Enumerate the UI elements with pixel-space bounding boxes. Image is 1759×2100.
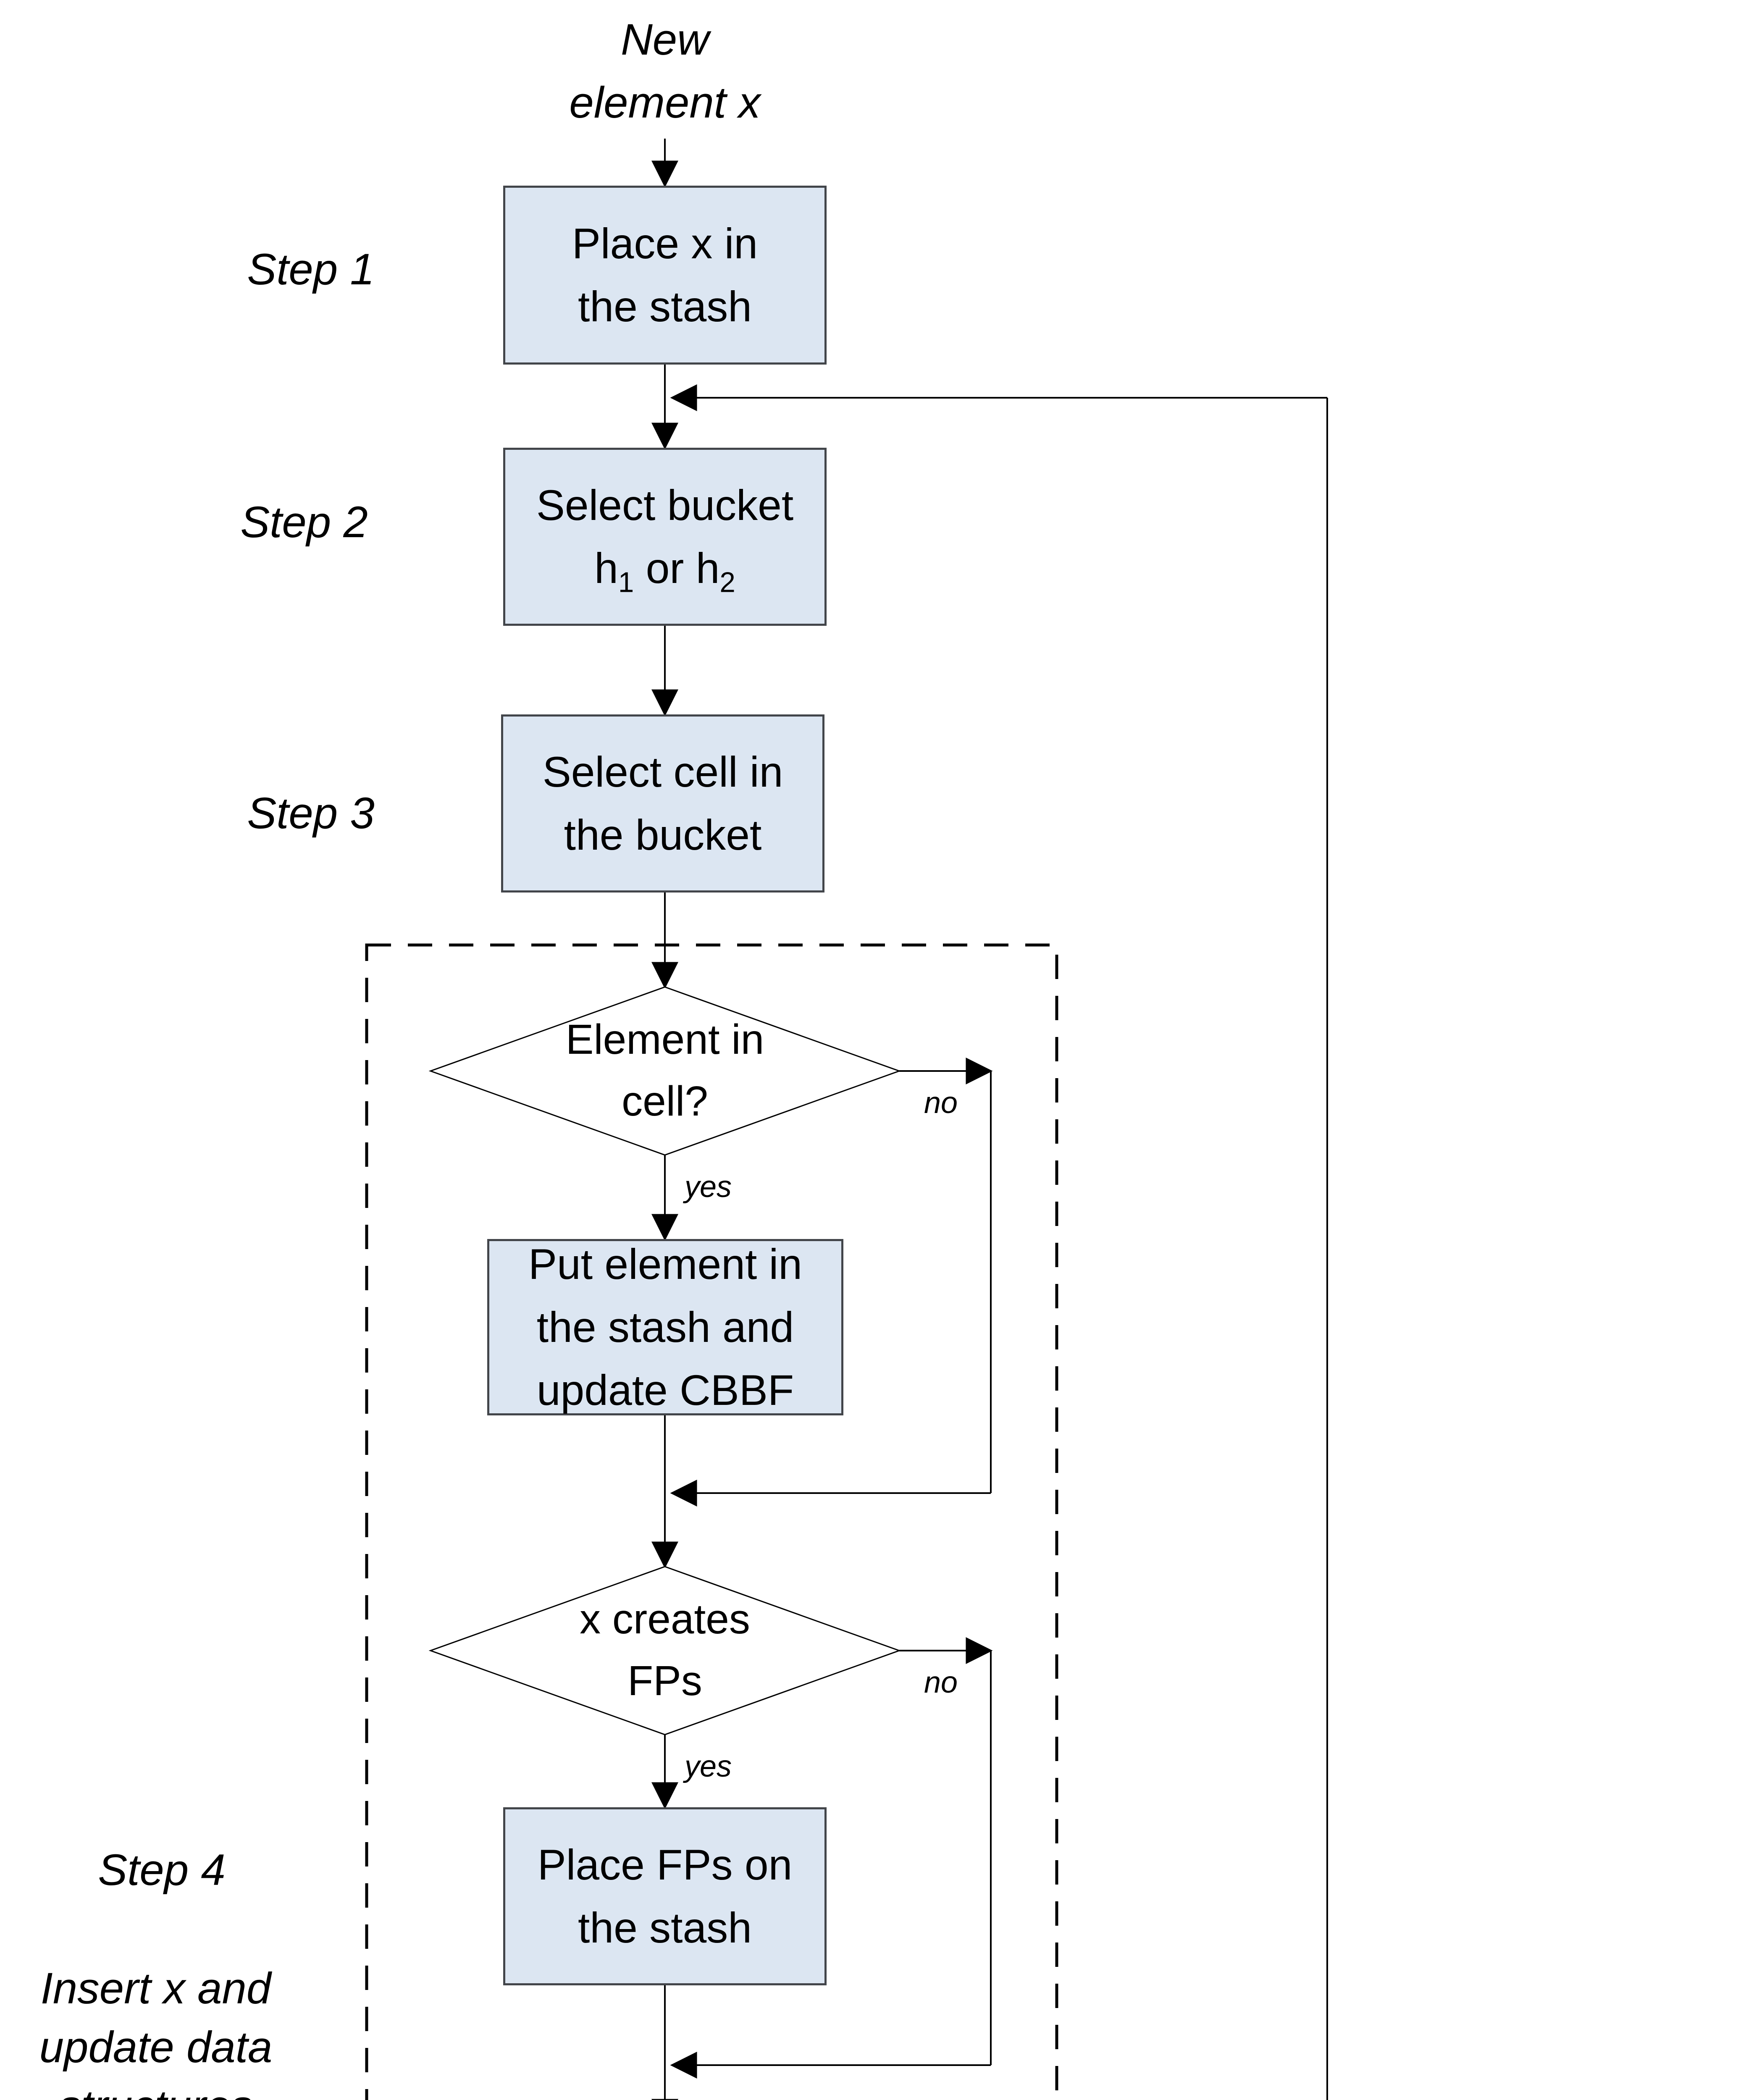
step2-label: Step 2	[240, 498, 368, 547]
element-in-cell-diamond	[428, 986, 901, 1156]
node-line: the stash and	[536, 1303, 794, 1351]
start-line: element x	[569, 78, 761, 127]
node-line: Put element in	[528, 1240, 803, 1288]
node-line: the bucket	[564, 811, 762, 859]
element-in-cell-text: Element in cell?	[497, 1009, 833, 1132]
subscript: 2	[719, 567, 735, 598]
no-label-element-in-cell: no	[924, 1086, 958, 1120]
node-line: x creates	[580, 1596, 750, 1643]
node-line: Select cell in	[542, 748, 783, 796]
node-line: Place x in	[572, 220, 758, 268]
no-label-x-creates: no	[924, 1666, 958, 1699]
x-creates-fps-text: x creates FPs	[497, 1588, 833, 1712]
node-line: Place FPs on	[537, 1841, 793, 1889]
step4-label: Step 4	[98, 1845, 226, 1895]
step1-label: Step 1	[247, 245, 375, 294]
step4-sublabel-line: Insert x and	[40, 1964, 271, 2013]
select-bucket-box: Select bucket h1 or h2	[503, 448, 827, 626]
step4-dashed-boundary	[365, 943, 1058, 2100]
node-line: Select bucket	[536, 481, 794, 529]
place-fps-box: Place FPs on the stash	[503, 1807, 827, 1985]
start-label: New element x	[497, 8, 833, 134]
place-x-box: Place x in the stash	[503, 186, 827, 365]
step4-sublabel-line: update data	[39, 2023, 273, 2072]
node-line: h1 or h2	[594, 544, 735, 598]
subscript: 1	[618, 567, 634, 598]
node-line: the stash	[578, 1904, 752, 1952]
node-line: update CBBF	[536, 1366, 794, 1414]
select-cell-box: Select cell in the bucket	[501, 714, 824, 892]
step3-label: Step 3	[247, 789, 375, 838]
x-creates-fps-diamond	[428, 1566, 901, 1735]
node-line: cell?	[622, 1078, 708, 1125]
put-element-box: Put element in the stash and update CBBF	[487, 1239, 843, 1415]
yes-label-element-in-cell: yes	[685, 1170, 732, 1204]
yes-label-x-creates: yes	[685, 1750, 732, 1783]
node-line: FPs	[627, 1657, 702, 1704]
node-line: Element in	[565, 1016, 764, 1063]
start-line: New	[620, 15, 709, 64]
step4-sublabel-line: structures	[59, 2077, 253, 2100]
node-line: the stash	[578, 283, 752, 331]
step4-sublabel: Insert x and update data structures	[9, 1959, 303, 2100]
